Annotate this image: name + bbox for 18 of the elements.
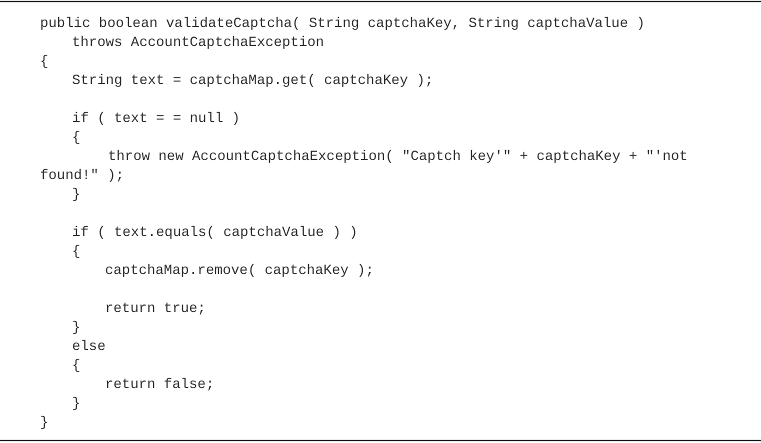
code-line: public boolean validateCaptcha( String captchaKey, String captchaValue ) (40, 14, 645, 34)
code-line: String text = captchaMap.get( captchaKey ); (72, 72, 434, 90)
code-line: return true; (105, 300, 206, 318)
code-line: } (72, 186, 80, 204)
code-line: throw new AccountCaptchaException( "Captch key'" + captchaKey + "'not found!" ); (40, 148, 689, 186)
code-line: } (40, 414, 48, 432)
code-line: throws AccountCaptchaException (72, 34, 324, 52)
code-line: } (72, 394, 80, 414)
code-line: if ( text = = null ) (72, 110, 240, 128)
code-line: { (72, 128, 80, 148)
code-line: else (72, 338, 106, 356)
code-line: { (72, 242, 80, 262)
code-line: { (72, 356, 80, 376)
code-line: return false; (105, 376, 214, 394)
code-line: } (72, 318, 80, 338)
code-line: if ( text.equals( captchaValue ) ) (72, 224, 358, 242)
code-line: captchaMap.remove( captchaKey ); (105, 262, 374, 280)
code-line: { (40, 52, 48, 72)
